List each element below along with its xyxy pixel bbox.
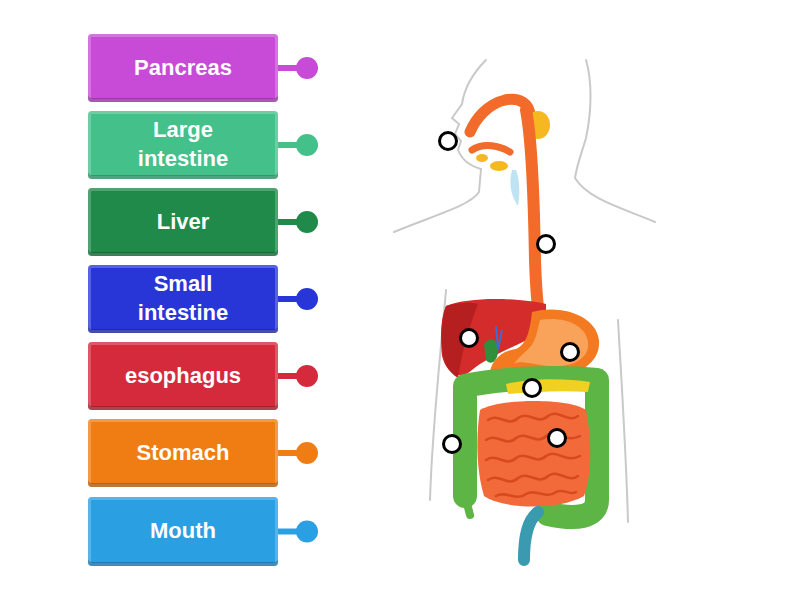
large-intestine-organ [465, 378, 597, 517]
drag-handle [278, 34, 323, 102]
drag-handle [278, 188, 323, 256]
organ-label: Small intestine [116, 270, 251, 327]
target-circle [444, 436, 461, 453]
bile-duct [496, 326, 502, 350]
pancreas-organ [506, 379, 590, 394]
body-outline [394, 60, 655, 522]
target-circle [461, 330, 478, 347]
drag-handle [278, 111, 323, 179]
label-tile: Stomach [88, 419, 278, 487]
small-intestine-folds [486, 414, 580, 497]
trachea [510, 170, 519, 206]
small-intestine-organ [477, 401, 590, 507]
drag-handle [278, 497, 323, 566]
drag-handle [278, 419, 323, 487]
target-circle [524, 380, 541, 397]
handle-dot [296, 521, 318, 543]
rectum [524, 512, 538, 560]
target-circles [440, 133, 579, 453]
label-tile: Liver [88, 188, 278, 256]
esophagus-tube [526, 110, 540, 320]
handle-dot [296, 211, 318, 233]
liver-lobe [442, 303, 478, 378]
salivary-gland [490, 161, 508, 171]
handle-dot [296, 134, 318, 156]
tongue [472, 146, 510, 152]
target-circle [538, 236, 555, 253]
handle-dot [296, 288, 318, 310]
label-tile: Large intestine [88, 111, 278, 179]
target-circle [562, 344, 579, 361]
stomach-inner [514, 319, 588, 366]
handle-dot [296, 442, 318, 464]
handle-dot [296, 365, 318, 387]
organ-label: esophagus [125, 362, 241, 391]
organ-label: Pancreas [134, 54, 232, 83]
salivary-gland [476, 154, 488, 162]
organ-label: Mouth [150, 517, 216, 546]
organ-label: Large intestine [116, 116, 251, 173]
drag-handle [278, 342, 323, 410]
target-circle [549, 430, 566, 447]
appendix [465, 496, 470, 515]
target-circle [440, 133, 457, 150]
organ-label: Stomach [137, 439, 230, 468]
organ-label: Liver [157, 208, 210, 237]
label-tile: Pancreas [88, 34, 278, 102]
label-tile: Small intestine [88, 265, 278, 333]
label-tile: esophagus [88, 342, 278, 410]
label-tile: Mouth [88, 497, 278, 566]
handle-dot [296, 57, 318, 79]
drag-handle [278, 265, 323, 333]
